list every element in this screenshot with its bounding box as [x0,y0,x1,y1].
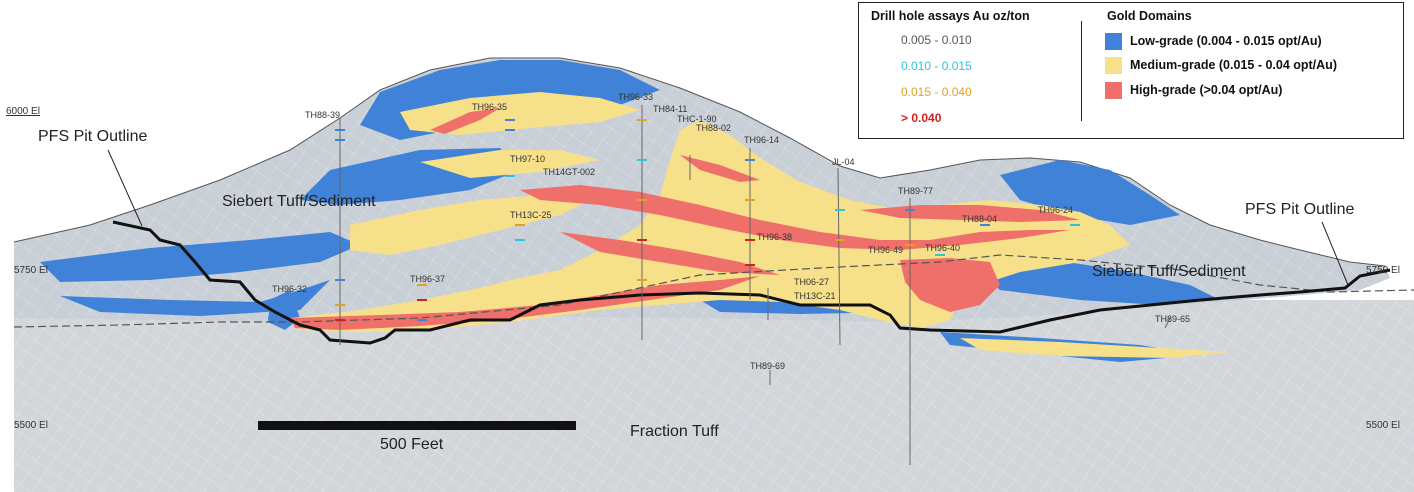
drill-hole-label: TH84-11 [653,104,687,114]
pit-bottom-dashed [13,254,1414,328]
legend: Drill hole assays Au oz/ton 0.005 - 0.01… [858,2,1404,139]
pfs-pit-outline [112,220,1391,345]
drill-hole-label: TH88-02 [696,123,731,133]
drill-hole-label: TH06-27 [794,277,829,287]
drill-hole-label: THC-1-90 [677,114,717,124]
scale-bar-label: 500 Feet [380,436,444,453]
drill-hole-label: TH96-33 [618,92,653,102]
siebert-label-left: Siebert Tuff/Sediment [222,193,376,210]
drill-hole-label: TH96-37 [410,274,445,284]
pit-outline-leader-left [107,149,143,227]
domain-legend-label: Low-grade (0.004 - 0.015 opt/Au) [1130,34,1322,48]
drill-hole-label: TH96-38 [757,232,792,242]
assay-legend-title: Drill hole assays Au oz/ton [871,9,1030,23]
topographic-surface [13,57,1386,267]
legend-divider [1081,21,1082,121]
drill-hole-label: TH96-14 [744,135,779,145]
drill-hole-label: TH14GT-002 [543,167,595,177]
medium-grade-swatch [1105,56,1122,74]
drill-hole-label: TH96-32 [272,284,307,294]
drill-hole-label: TH96-40 [925,243,960,253]
elevation-5500-left: 5500 El [14,420,48,431]
assay-legend-item: 0.010 - 0.015 [901,59,972,73]
drill-hole-label: TH89-69 [750,361,785,371]
drill-hole-traces [339,105,1171,465]
fraction-tuff-label: Fraction Tuff [630,423,719,440]
drill-hole-label: TH96-49 [868,245,903,255]
drill-hole-label: JL-04 [832,157,855,167]
domain-legend-item: Low-grade (0.004 - 0.015 opt/Au) [1105,32,1322,50]
drill-hole-label: TH13C-21 [794,291,836,301]
pit-outline-label-right: PFS Pit Outline [1245,201,1354,218]
domain-legend-title: Gold Domains [1107,9,1192,23]
assay-ticks [268,119,1080,321]
drill-hole-label: TH96-24 [1038,205,1073,215]
scale-bar [258,421,576,430]
domain-legend-item: High-grade (>0.04 opt/Au) [1105,81,1282,99]
low-grade-swatch [1105,32,1122,50]
elevation-6000: 6000 El [6,106,40,117]
domain-legend-label: High-grade (>0.04 opt/Au) [1130,83,1283,97]
drill-hole-label: TH96-35 [472,102,507,112]
domain-legend-label: Medium-grade (0.015 - 0.04 opt/Au) [1130,58,1337,72]
assay-legend-item: > 0.040 [901,111,942,125]
assay-legend-item: 0.005 - 0.010 [901,33,972,47]
pit-outline-leader-right [1321,221,1349,286]
drill-hole-label: TH89-77 [898,186,933,196]
drill-hole-label: TH97-10 [510,154,545,164]
high-grade-swatch [1105,81,1122,99]
elevation-5500-right: 5500 El [1366,420,1400,431]
domain-legend-item: Medium-grade (0.015 - 0.04 opt/Au) [1105,56,1337,74]
siebert-label-right: Siebert Tuff/Sediment [1092,263,1246,280]
drill-hole-label: TH13C-25 [510,210,552,220]
drill-hole-label: TH88-04 [962,214,997,224]
elevation-5750-left: 5750 El [14,265,48,276]
assay-legend-item: 0.015 - 0.040 [901,85,972,99]
drill-hole-label: TH89-65 [1155,314,1190,324]
pit-outline-label-left: PFS Pit Outline [38,128,147,145]
drill-hole-label: TH88-39 [305,110,340,120]
elevation-5750-right: 5750 El [1366,265,1400,276]
